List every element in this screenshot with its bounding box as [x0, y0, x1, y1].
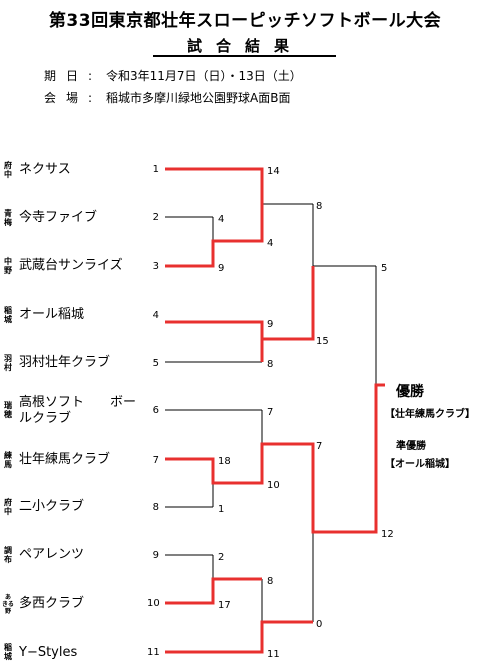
info-venue: 会場: 稲城市多摩川緑地公園野球A面B面: [44, 89, 290, 106]
runnerup-label: 準優勝: [396, 441, 426, 452]
team-seed: 5: [152, 358, 159, 369]
score-label: 5: [381, 263, 387, 274]
team-seed: 7: [152, 455, 159, 466]
team-seed: 10: [147, 598, 160, 609]
team-seed: 3: [152, 261, 159, 272]
team-seed: 1: [152, 164, 159, 175]
info-date-value: 令和3年11月7日（日）・13日（土）: [106, 69, 302, 83]
score-label: 8: [267, 576, 273, 587]
subtitle-underline: [153, 55, 336, 57]
team-prefecture: 中野: [4, 257, 12, 275]
team-name: 多西クラブ: [19, 596, 85, 611]
team-prefecture: 稲城: [4, 306, 12, 324]
team-prefecture: 稲城: [4, 643, 12, 661]
team-name: 武蔵台サンライズ: [19, 258, 123, 273]
score-label: 12: [381, 529, 394, 540]
info-venue-value: 稲城市多摩川緑地公園野球A面B面: [106, 91, 291, 105]
score-label: 4: [267, 238, 273, 249]
score-label: 18: [218, 456, 231, 467]
score-label: 4: [218, 214, 224, 225]
info-venue-colon: :: [88, 91, 93, 105]
team-name: Y−Styles: [19, 645, 78, 660]
team-name: 壮年練馬クラブ: [19, 452, 111, 467]
score-label: 0: [316, 619, 322, 630]
runnerup-team: 【オール稲城】: [385, 459, 455, 470]
score-label: 7: [267, 407, 273, 418]
team-prefecture: 府中: [4, 498, 12, 516]
info-date-colon: :: [88, 69, 93, 83]
score-label: 2: [218, 552, 224, 563]
team-seed: 11: [147, 647, 160, 658]
score-label: 8: [316, 201, 322, 212]
score-label: 9: [267, 319, 273, 330]
score-label: 17: [218, 600, 231, 611]
score-label: 7: [316, 441, 322, 452]
team-name: ペアレンツ: [19, 547, 85, 562]
winner-team: 【壮年練馬クラブ】: [385, 409, 475, 420]
score-label: 8: [267, 359, 273, 370]
score-labels: 14 4 9 4 8 9 8 15 5 7 18 1 10 7 2 17 8 1…: [218, 166, 394, 660]
team-prefecture: あきる野: [2, 594, 14, 615]
team-seed: 8: [152, 502, 159, 513]
team-seed: 6: [152, 405, 159, 416]
score-label: 14: [267, 166, 280, 177]
score-label: 1: [218, 504, 224, 515]
winner-label: 優勝: [396, 384, 424, 400]
team-seed: 2: [152, 212, 159, 223]
team-seed: 9: [152, 550, 159, 561]
bracket-lines: [165, 203, 377, 622]
info-venue-key: 会場: [44, 91, 89, 105]
team-name: 高根ソフト ボールクラブ: [19, 395, 137, 426]
team-name: 今寺ファイブ: [19, 210, 98, 225]
team-name: オール稲城: [19, 307, 85, 322]
score-label: 10: [267, 480, 280, 491]
team-prefecture: 府中: [4, 161, 12, 179]
team-name: 羽村壮年クラブ: [19, 355, 111, 370]
winning-path-lines: [165, 167, 385, 654]
team-prefecture: 練馬: [4, 451, 12, 469]
score-label: 11: [267, 649, 280, 660]
team-prefecture: 青梅: [4, 209, 12, 227]
score-label: 15: [316, 336, 329, 347]
page-subtitle: 試合結果: [186, 37, 303, 55]
info-date: 期日: 令和3年11月7日（日）・13日（土）: [44, 67, 302, 84]
team-name: 二小クラブ: [19, 499, 85, 514]
team-prefecture: 瑞穂: [4, 401, 12, 419]
team-seed: 4: [152, 310, 159, 321]
score-label: 9: [218, 263, 224, 274]
team-prefecture: 調布: [4, 546, 12, 564]
team-prefecture: 羽村: [4, 354, 12, 372]
page-title: 第33回東京都壮年スローピッチソフトボール大会: [48, 11, 442, 31]
team-name: ネクサス: [19, 162, 71, 177]
info-date-key: 期日: [44, 69, 89, 83]
